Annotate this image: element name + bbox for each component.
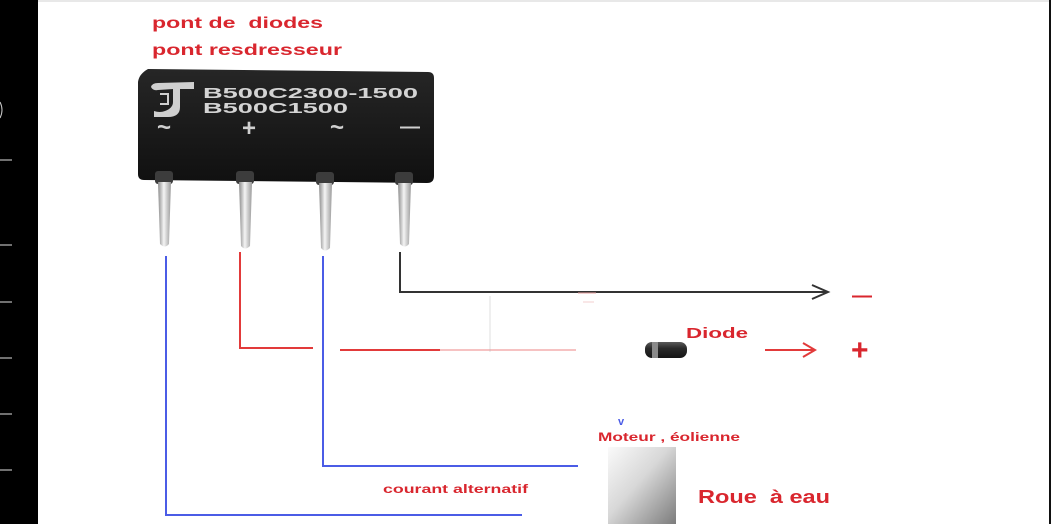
ac-wire-inner	[322, 256, 578, 467]
ac-input-label: courant alternatif	[383, 482, 529, 496]
diode-body	[645, 342, 687, 358]
negative-output-sign: —	[852, 285, 872, 307]
source-marker: v	[618, 416, 625, 428]
pin-4-base	[395, 172, 413, 185]
pin-1	[158, 182, 171, 247]
component-body	[138, 69, 434, 183]
title-line-1: pont de diodes	[152, 15, 323, 32]
pin-1-base	[155, 171, 173, 184]
diode-band	[652, 342, 658, 358]
pin-2	[239, 182, 252, 249]
left-bar	[0, 0, 38, 524]
water-wheel-label: Roue à eau	[698, 487, 830, 507]
negative-wire	[399, 252, 828, 293]
pin-symbol-ac-1: ~	[157, 114, 171, 141]
pin-symbol-positive: +	[242, 115, 256, 142]
ac-wire-outer	[165, 256, 522, 516]
pin-2-base	[236, 171, 254, 184]
positive-wire-start	[239, 252, 313, 349]
manufacturer-logo-detail	[160, 93, 169, 105]
positive-output-sign: +	[851, 334, 869, 367]
pin-3-base	[316, 172, 334, 185]
pin-4	[398, 183, 411, 247]
part-number-line-1: B500C2300-1500	[203, 85, 418, 102]
left-sidebar	[0, 0, 38, 524]
diode-label: Diode	[686, 325, 748, 342]
manufacturer-logo	[151, 82, 194, 117]
bridge-rectifier: B500C2300-1500 B500C1500 ~ + ~ —	[138, 69, 434, 251]
diode	[575, 342, 765, 358]
pin-3	[319, 183, 332, 251]
positive-arrow-head	[802, 342, 817, 358]
source-label: Moteur , éolienne	[598, 430, 740, 444]
negative-arrow-head	[811, 284, 831, 300]
left-bar-mark	[0, 101, 3, 119]
pin-symbol-ac-2: ~	[330, 114, 344, 141]
water-wheel-image	[608, 447, 676, 524]
pin-symbol-negative: —	[400, 116, 420, 138]
title-line-2: pont resdresseur	[152, 42, 342, 59]
part-number-line-2: B500C1500	[203, 100, 348, 117]
